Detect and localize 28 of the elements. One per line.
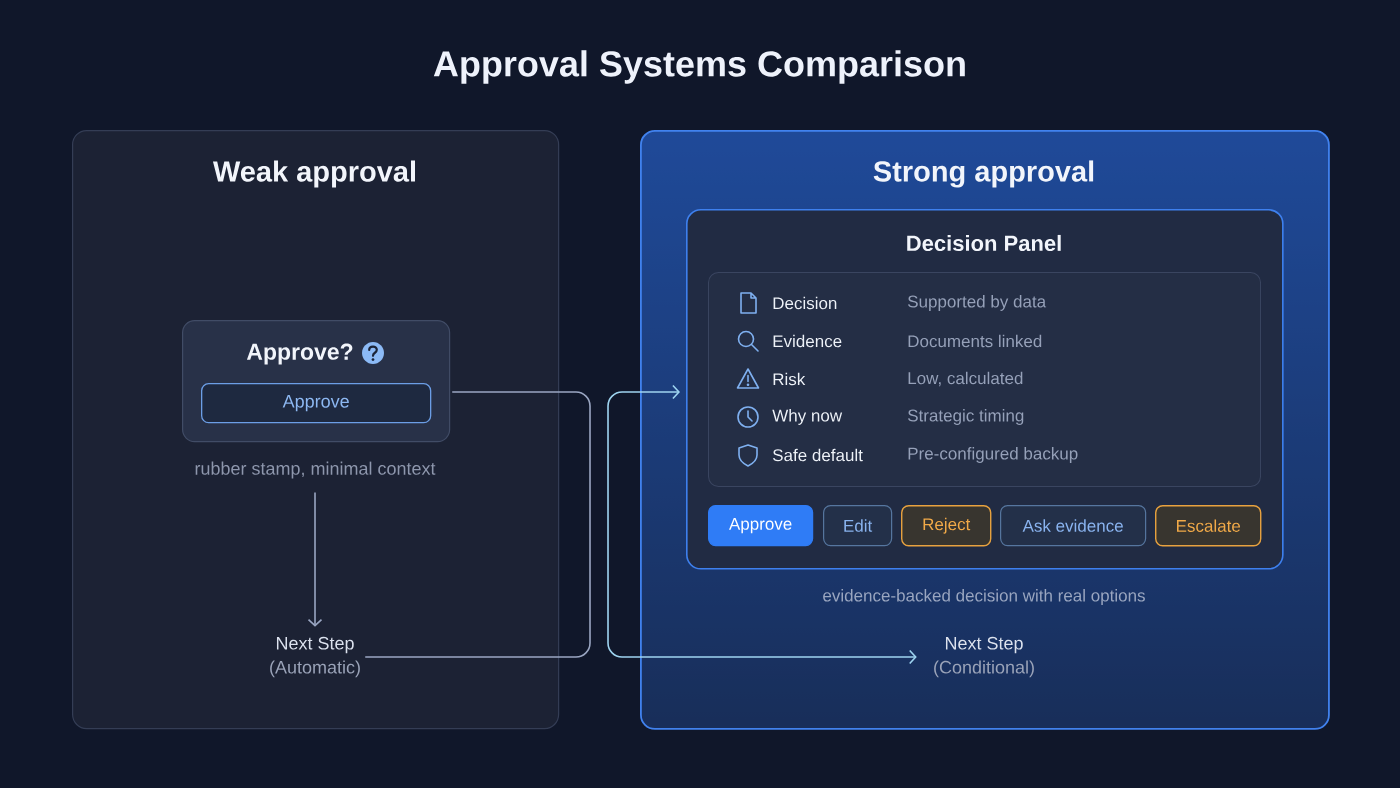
button: Ask evidence [1000, 505, 1147, 547]
row-value: Strategic timing [908, 409, 1024, 425]
heading: Decision Panel [907, 234, 1061, 252]
arrow [607, 384, 917, 665]
row-value: Pre-configured backup [908, 447, 1078, 463]
button: Reject [901, 505, 992, 547]
description: evidence-backed decision with real options [823, 589, 1145, 605]
step-label: Next Step (Automatic) [270, 636, 360, 678]
heading: Approve? [246, 343, 353, 365]
step-label: Next Step (Conditional) [934, 636, 1034, 678]
row-label: Why now [772, 409, 843, 425]
heading: Strong approval [873, 160, 1094, 188]
caption: rubber stamp, minimal context [195, 461, 436, 479]
row-label: Decision [773, 296, 837, 310]
button: Approve [708, 505, 814, 547]
button: Approve [201, 383, 432, 424]
row-label: Evidence [773, 334, 842, 348]
row-label: Safe default [773, 448, 863, 462]
button: Edit [823, 505, 893, 547]
row-value: Supported by data [908, 295, 1047, 311]
row-value: Documents linked [908, 334, 1042, 348]
row-value: Low, calculated [908, 371, 1023, 387]
title: Approval Systems Comparison [433, 50, 965, 84]
connector-line [364, 391, 591, 658]
heading: Weak approval [212, 160, 415, 188]
button: Escalate [1155, 505, 1262, 547]
row-label: Risk [773, 372, 806, 386]
arrow [307, 491, 323, 627]
